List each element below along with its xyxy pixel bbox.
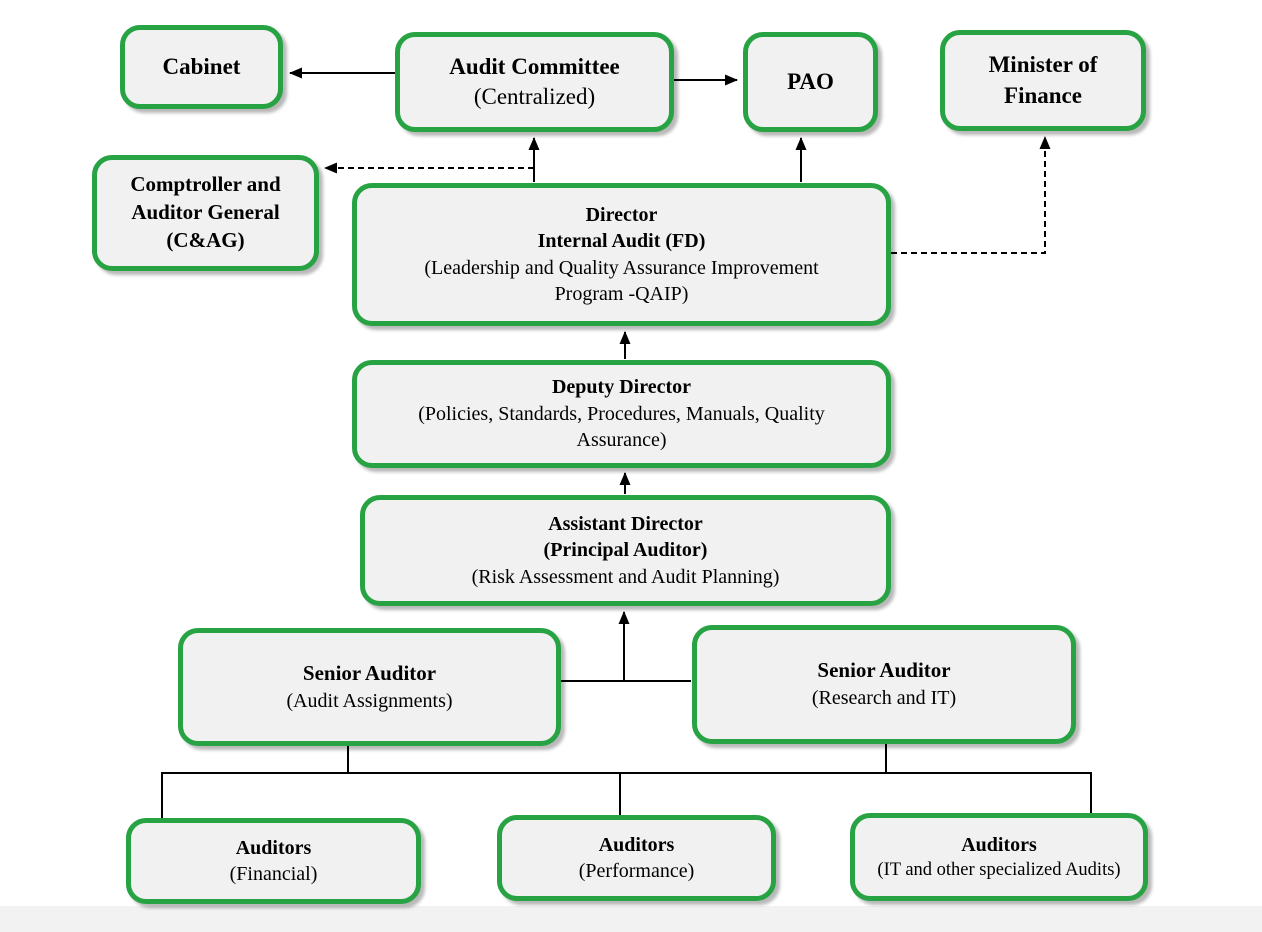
node-director-desc-line2: Program -QAIP): [554, 282, 689, 305]
node-auditors-it-title: Auditors: [961, 833, 1037, 856]
node-pao-label: PAO: [787, 68, 834, 94]
node-cag-line3: (C&AG): [166, 227, 245, 252]
node-comptroller-auditor-general: Comptroller and Auditor General (C&AG): [92, 155, 319, 271]
node-cabinet-label: Cabinet: [162, 53, 241, 79]
node-director-subtitle: Internal Audit (FD): [537, 230, 706, 253]
node-audit-committee-title: Audit Committee: [449, 53, 620, 79]
node-cag-line2: Auditor General: [131, 200, 280, 225]
node-auditors-financial-desc: (Financial): [229, 863, 318, 885]
node-auditors-performance-desc: (Performance): [578, 860, 695, 882]
node-deputy-title: Deputy Director: [551, 376, 692, 399]
node-minister-title-line2: Finance: [1004, 82, 1082, 108]
node-senior-assignments-desc: (Audit Assignments): [286, 689, 453, 712]
node-pao: PAO: [743, 32, 878, 132]
node-deputy-director: Deputy Director (Policies, Standards, Pr…: [352, 360, 891, 468]
node-audit-committee: Audit Committee (Centralized): [395, 32, 674, 132]
page-edge-strip: [0, 906, 1262, 932]
node-cabinet: Cabinet: [120, 25, 283, 109]
node-assistant-desc: (Risk Assessment and Audit Planning): [471, 565, 780, 588]
node-auditors-performance: Auditors (Performance): [497, 815, 776, 901]
node-assistant-subtitle: (Principal Auditor): [543, 539, 708, 562]
node-cag-line1: Comptroller and: [130, 172, 281, 197]
node-minister-title-line1: Minister of: [988, 52, 1098, 78]
node-auditors-financial-title: Auditors: [235, 836, 312, 859]
node-senior-research-desc: (Research and IT): [811, 687, 957, 710]
node-auditors-it-desc: (IT and other specialized Audits): [877, 859, 1121, 880]
node-auditors-performance-title: Auditors: [598, 833, 675, 856]
node-senior-research-title: Senior Auditor: [817, 658, 951, 683]
node-deputy-desc-line1: (Policies, Standards, Procedures, Manual…: [418, 402, 825, 425]
node-assistant-title: Assistant Director: [548, 512, 703, 535]
dashed-arrow-to-minister: [891, 136, 1051, 254]
node-audit-committee-subtitle: (Centralized): [473, 84, 596, 109]
node-senior-assignments-title: Senior Auditor: [302, 660, 437, 685]
node-auditors-financial: Auditors (Financial): [126, 818, 421, 904]
node-auditors-it: Auditors (IT and other specialized Audit…: [850, 813, 1148, 901]
node-director-title: Director: [585, 203, 658, 226]
node-senior-auditor-research: Senior Auditor (Research and IT): [692, 625, 1076, 744]
node-deputy-desc-line2: Assurance): [576, 429, 667, 452]
node-assistant-director: Assistant Director (Principal Auditor) (…: [360, 495, 891, 606]
node-director-desc-line1: (Leadership and Quality Assurance Improv…: [424, 256, 819, 279]
node-minister-of-finance: Minister of Finance: [940, 30, 1146, 131]
node-senior-auditor-assignments: Senior Auditor (Audit Assignments): [178, 628, 561, 746]
node-director-internal-audit: Director Internal Audit (FD) (Leadership…: [352, 183, 891, 326]
